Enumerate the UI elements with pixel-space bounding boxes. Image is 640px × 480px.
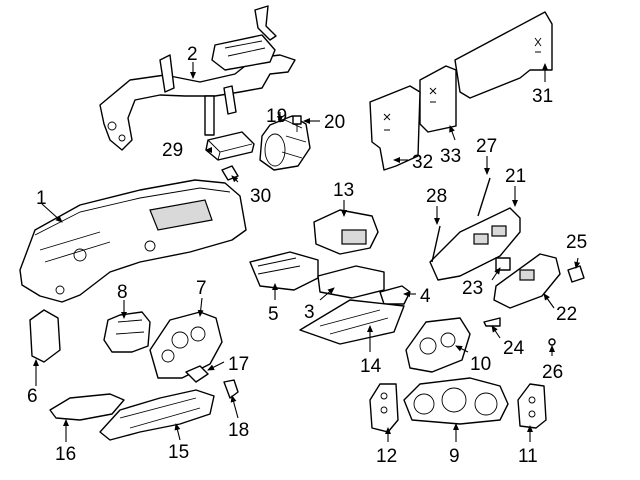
clip <box>379 285 411 305</box>
trim-piece-17 <box>185 365 209 383</box>
switch-panel-left <box>369 383 399 433</box>
switch-panel-right <box>517 383 547 429</box>
callout-19: 19 <box>266 106 287 127</box>
callout-16: 16 <box>55 444 76 465</box>
callout-22: 22 <box>556 304 577 325</box>
control-module <box>205 131 255 161</box>
switch-25 <box>567 265 585 283</box>
duct-unit <box>313 209 379 255</box>
callout-26: 26 <box>542 362 563 383</box>
glove-box-door <box>249 251 319 291</box>
lower-panel <box>99 389 215 441</box>
insulator-large <box>454 11 553 99</box>
leader-lines <box>33 62 581 442</box>
insulator-middle <box>419 65 457 133</box>
center-bezel <box>429 207 521 281</box>
callout-14: 14 <box>360 356 382 377</box>
callout-20: 20 <box>324 112 345 133</box>
callout-30: 30 <box>250 186 271 207</box>
callout-12: 12 <box>376 446 397 467</box>
clip-24 <box>483 317 501 327</box>
rod-28 <box>431 225 441 263</box>
callout-7: 7 <box>196 278 207 299</box>
callout-24: 24 <box>503 338 525 359</box>
bracket <box>103 311 151 353</box>
callout-31: 31 <box>532 86 553 107</box>
callout-32: 32 <box>412 152 433 173</box>
instrument-panel <box>19 179 247 303</box>
callout-labels: 1 2 3 4 5 6 7 8 9 10 11 12 13 14 15 16 1… <box>27 44 587 467</box>
callout-27: 27 <box>476 136 497 157</box>
callout-3: 3 <box>304 302 315 323</box>
callout-1: 1 <box>36 188 47 209</box>
callout-18: 18 <box>228 420 249 441</box>
bolt <box>292 115 302 132</box>
trim-piece-18 <box>223 379 239 399</box>
insulator-small <box>369 85 421 171</box>
callout-17: 17 <box>228 354 249 375</box>
callout-23: 23 <box>462 278 483 299</box>
side-end-panel <box>29 309 61 363</box>
callout-11: 11 <box>518 446 538 467</box>
callout-25: 25 <box>566 232 587 253</box>
callout-10: 10 <box>470 354 491 375</box>
callout-5: 5 <box>268 304 279 325</box>
callout-21: 21 <box>505 166 526 187</box>
lower-bezel <box>493 253 561 309</box>
rod <box>477 177 491 217</box>
callout-9: 9 <box>449 446 460 467</box>
callout-28: 28 <box>426 186 447 207</box>
callout-4: 4 <box>420 286 431 307</box>
callout-8: 8 <box>117 282 128 303</box>
callout-6: 6 <box>27 386 38 407</box>
callout-15: 15 <box>168 442 189 463</box>
dash-support-frame <box>99 5 296 151</box>
callout-2: 2 <box>187 44 198 65</box>
callout-33: 33 <box>440 146 461 167</box>
lower-bracket <box>49 393 125 421</box>
switch-button <box>495 257 511 271</box>
small-connector <box>221 165 239 181</box>
fastener-26 <box>548 338 556 346</box>
cluster-housing <box>405 317 471 373</box>
callout-29: 29 <box>162 140 183 161</box>
cluster-bezel <box>149 311 223 379</box>
gauge-cluster <box>403 377 509 425</box>
callout-13: 13 <box>333 180 354 201</box>
tray-panel <box>299 299 405 345</box>
